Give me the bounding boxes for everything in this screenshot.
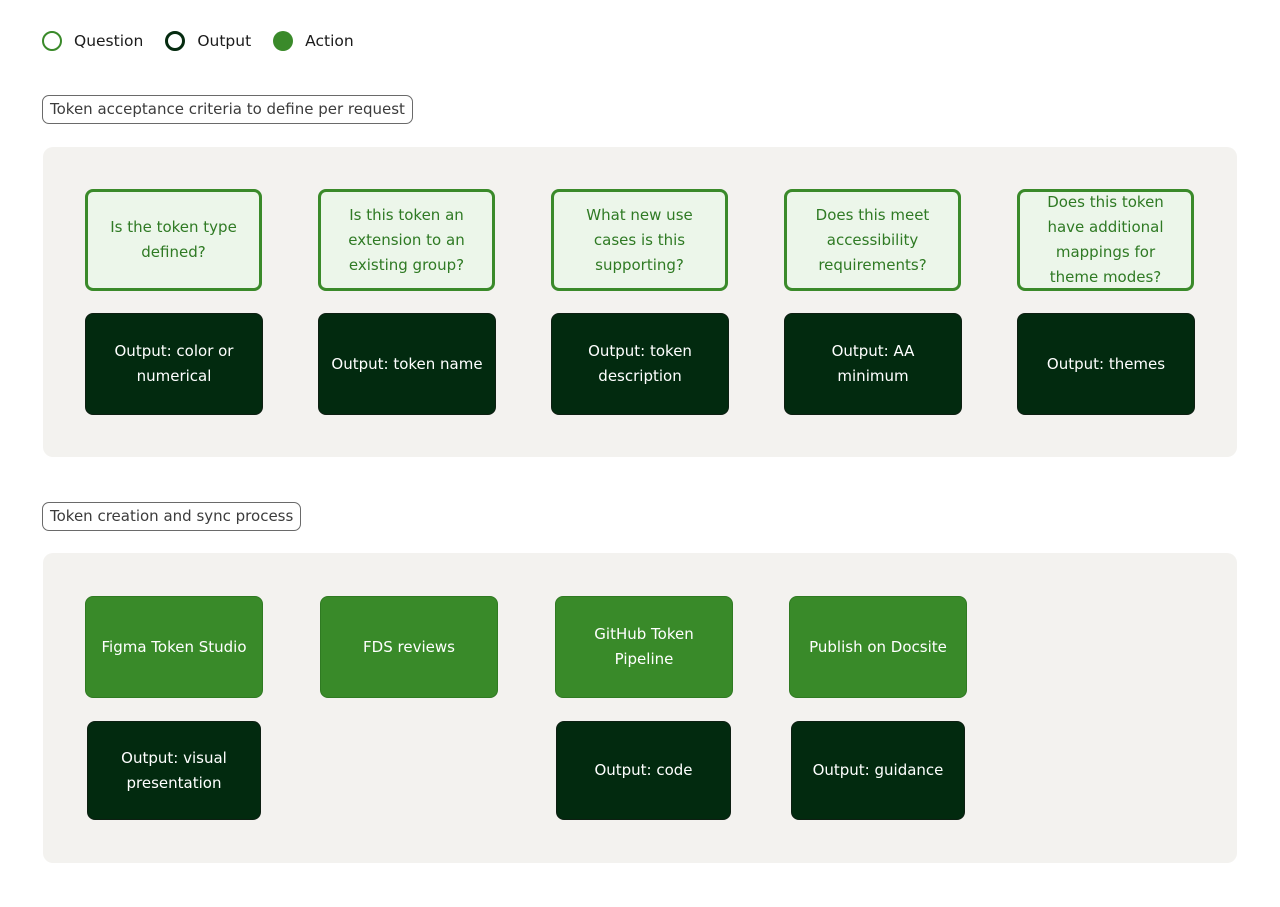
output-ring-icon bbox=[165, 31, 186, 51]
action-text: FDS reviews bbox=[363, 637, 455, 656]
legend-item-action: Action bbox=[273, 31, 354, 51]
question-card-use-cases: What new use cases is this supporting? bbox=[551, 189, 728, 291]
output-text: Output: code bbox=[594, 761, 693, 779]
action-card-fds-reviews: FDS reviews bbox=[320, 596, 498, 698]
legend-label-output: Output bbox=[197, 32, 252, 50]
action-dot-icon bbox=[273, 31, 294, 51]
acceptance-section-label: Token acceptance criteria to define per … bbox=[42, 95, 413, 124]
question-text: Is this token an extension to an existin… bbox=[348, 205, 465, 274]
output-text: Output: AA minimum bbox=[831, 342, 915, 385]
acceptance-panel: Is the token type defined? Is this token… bbox=[43, 147, 1237, 457]
output-text: Output: token name bbox=[331, 354, 483, 373]
output-text: Output: themes bbox=[1046, 354, 1166, 373]
output-card-code: Output: code bbox=[556, 721, 731, 820]
output-text: Output: visual presentation bbox=[121, 748, 227, 792]
question-text: What new use cases is this supporting? bbox=[586, 205, 693, 274]
output-card-token-name: Output: token name bbox=[318, 313, 496, 415]
question-card-accessibility: Does this meet accessibility requirement… bbox=[784, 189, 961, 291]
legend-item-question: Question bbox=[42, 31, 143, 51]
action-card-github-token-pipeline: GitHub Token Pipeline bbox=[555, 596, 733, 698]
legend-item-output: Output bbox=[165, 31, 251, 51]
output-card-token-description: Output: token description bbox=[551, 313, 729, 415]
output-text: Output: token description bbox=[588, 342, 692, 385]
output-card-color-numerical: Output: color or numerical bbox=[85, 313, 263, 415]
action-card-figma-token-studio: Figma Token Studio bbox=[85, 596, 263, 698]
action-text: Publish on Docsite bbox=[809, 637, 947, 656]
question-card-extension: Is this token an extension to an existin… bbox=[318, 189, 495, 291]
process-section-label: Token creation and sync process bbox=[42, 502, 302, 531]
output-text: Output: guidance bbox=[812, 761, 944, 779]
question-text: Does this token have additional mappings… bbox=[1047, 193, 1164, 286]
output-card-themes: Output: themes bbox=[1017, 313, 1195, 415]
output-card-visual-presentation: Output: visual presentation bbox=[87, 721, 261, 820]
legend: Question Output Action bbox=[42, 29, 376, 53]
question-card-token-type: Is the token type defined? bbox=[85, 189, 262, 291]
action-text: GitHub Token Pipeline bbox=[594, 625, 694, 668]
question-text: Is the token type defined? bbox=[110, 218, 237, 261]
action-card-publish-on-docsite: Publish on Docsite bbox=[789, 596, 967, 698]
question-text: Does this meet accessibility requirement… bbox=[815, 205, 930, 274]
question-ring-icon bbox=[42, 31, 62, 51]
legend-label-question: Question bbox=[74, 32, 144, 50]
question-card-theme-modes: Does this token have additional mappings… bbox=[1017, 189, 1194, 291]
output-card-aa-minimum: Output: AA minimum bbox=[784, 313, 962, 415]
output-text: Output: color or numerical bbox=[114, 342, 234, 385]
action-text: Figma Token Studio bbox=[101, 637, 247, 656]
legend-label-action: Action bbox=[305, 32, 354, 50]
output-card-guidance: Output: guidance bbox=[791, 721, 965, 820]
process-panel: Figma Token Studio FDS reviews GitHub To… bbox=[43, 553, 1237, 863]
